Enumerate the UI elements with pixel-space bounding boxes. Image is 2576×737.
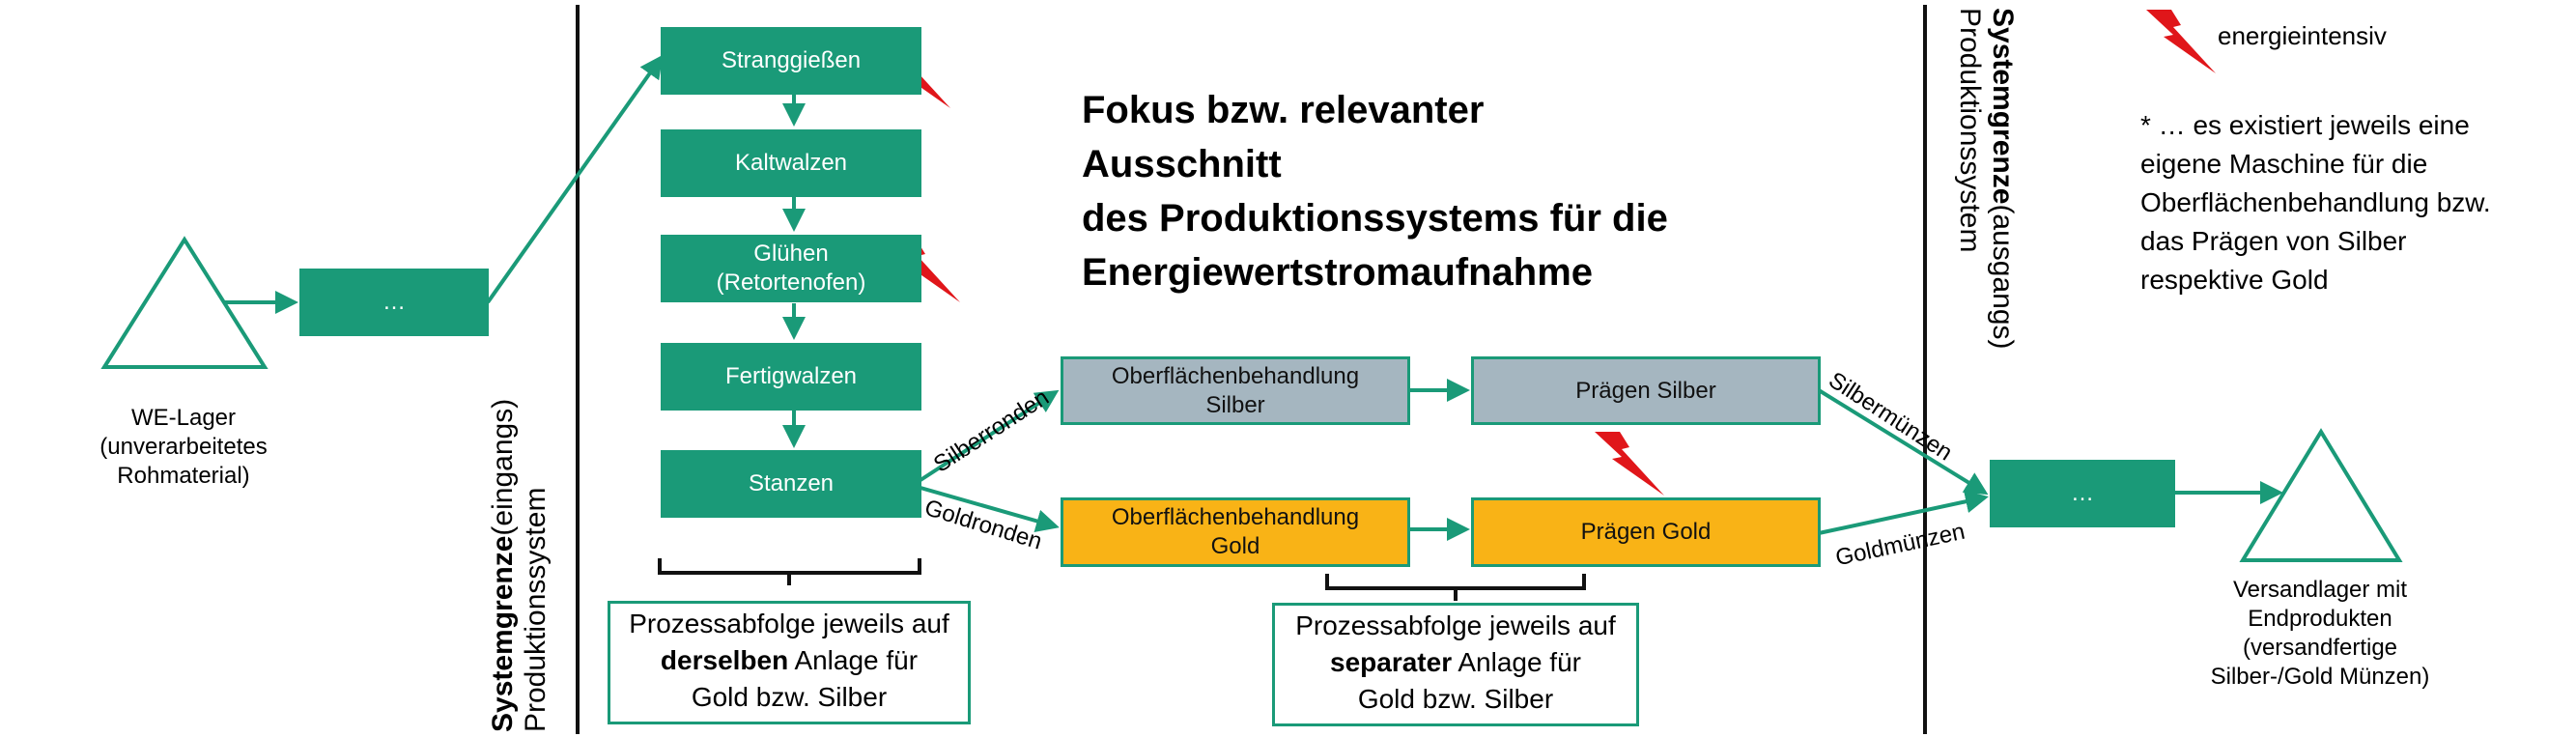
brace-same-line <box>658 558 921 585</box>
note-separate-machine: Prozessabfolge jeweils auf separater Anl… <box>1272 603 1639 726</box>
arrow-praegensilber-ellipsis <box>1817 388 1989 496</box>
inventory-start-triangle <box>100 236 269 369</box>
note-same-machine: Prozessabfolge jeweils auf derselben Anl… <box>608 601 971 724</box>
arrow-stanzen-silber <box>919 389 1060 482</box>
process-ober-gold: Oberflächenbehandlung Gold <box>1061 497 1410 567</box>
arrow-praegengold-ellipsis <box>1818 490 1989 535</box>
system-boundary-in-label: Systemgrenze(eingangs) Produktionssystem <box>487 398 552 732</box>
lightning-icon <box>1595 432 1664 496</box>
arrow-stanzen-gold <box>920 486 1060 533</box>
ellipsis-box-right: … <box>1990 460 2175 527</box>
inventory-end-label: Versandlager mit Endprodukten (versandfe… <box>2210 577 2430 690</box>
legend-label: energieintensiv <box>2218 21 2387 50</box>
inventory-start-label: WE-Lager (unverarbeitetes Rohmaterial) <box>99 405 268 489</box>
arrow-ellipsis-to-stranggiessen <box>486 54 664 304</box>
process-ober-silber: Oberflächenbehandlung Silber <box>1061 356 1410 425</box>
process-stranggiessen: Stranggießen <box>661 27 921 95</box>
footnote: * … es existiert jeweils eine eigene Mas… <box>2140 110 2491 295</box>
process-gluehen: Glühen (Retortenofen) <box>661 235 921 302</box>
inventory-end-triangle <box>2239 428 2403 562</box>
process-praegen-silber: Prägen Silber <box>1471 356 1821 425</box>
lightning-icon <box>2146 10 2216 73</box>
diagram-title: Fokus bzw. relevanter Ausschnitt des Pro… <box>1082 89 1668 294</box>
process-fertigwalzen: Fertigwalzen <box>661 343 921 411</box>
ellipsis-box-left: … <box>299 269 489 336</box>
process-kaltwalzen: Kaltwalzen <box>661 129 921 197</box>
process-stanzen: Stanzen <box>661 450 921 518</box>
process-praegen-gold: Prägen Gold <box>1471 497 1821 567</box>
system-boundary-out-label: Systemgrenze(ausgangs) Produktionssystem <box>1954 8 2019 350</box>
brace-separate-line <box>1325 574 1586 601</box>
